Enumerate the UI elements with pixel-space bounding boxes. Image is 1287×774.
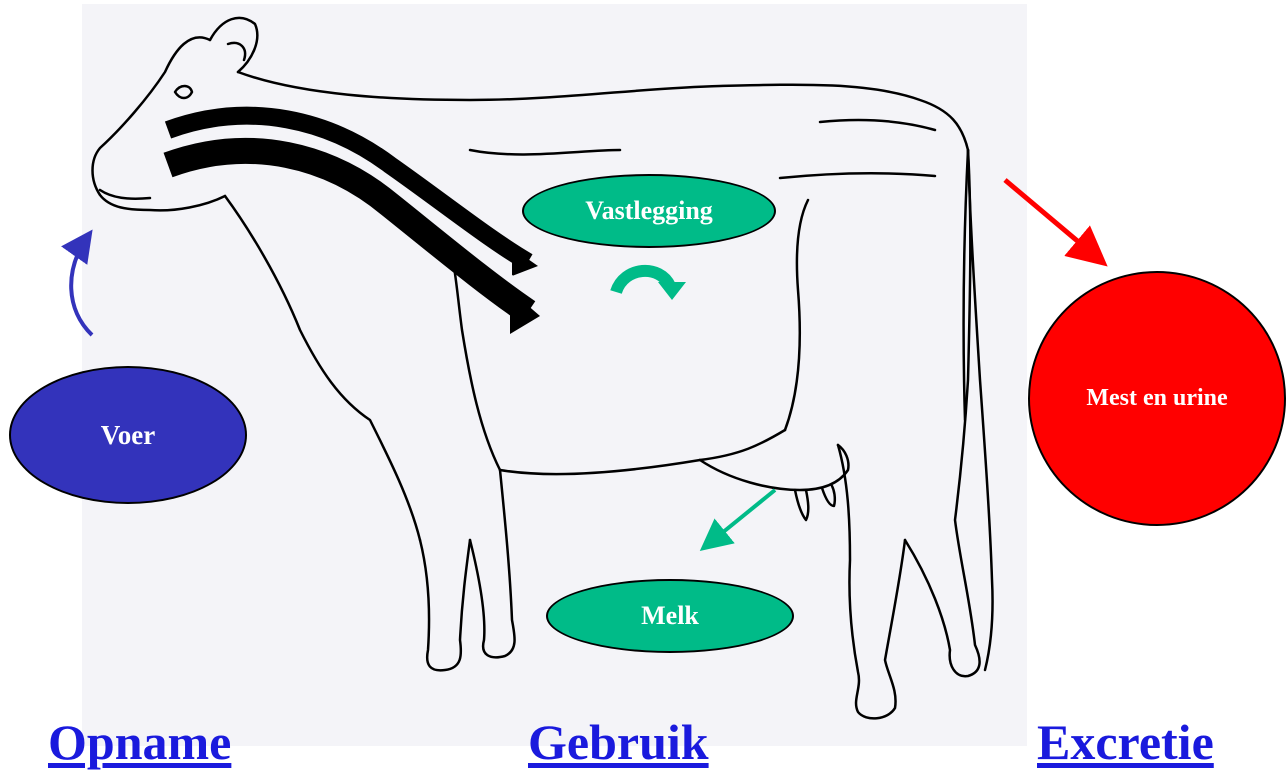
milk-label: Melk (641, 601, 699, 631)
intake-arrow (71, 236, 92, 335)
manure-urine-node: Mest en urine (1028, 271, 1286, 526)
milk-node: Melk (546, 579, 794, 653)
feed-node: Voer (9, 366, 247, 504)
retention-cycle-arrowhead (658, 282, 686, 300)
intake-link[interactable]: Opname (48, 713, 231, 771)
feed-label: Voer (101, 420, 156, 451)
retention-node: Vastlegging (522, 174, 776, 248)
retention-cycle-arrow (616, 271, 670, 292)
milk-arrow (706, 490, 775, 546)
usage-link[interactable]: Gebruik (528, 713, 709, 771)
retention-label: Vastlegging (585, 196, 713, 226)
excretion-link[interactable]: Excretie (1037, 713, 1214, 771)
manure-urine-label: Mest en urine (1086, 385, 1227, 412)
intake-pathway-arrows (168, 116, 540, 334)
excretion-arrow (1005, 180, 1100, 260)
